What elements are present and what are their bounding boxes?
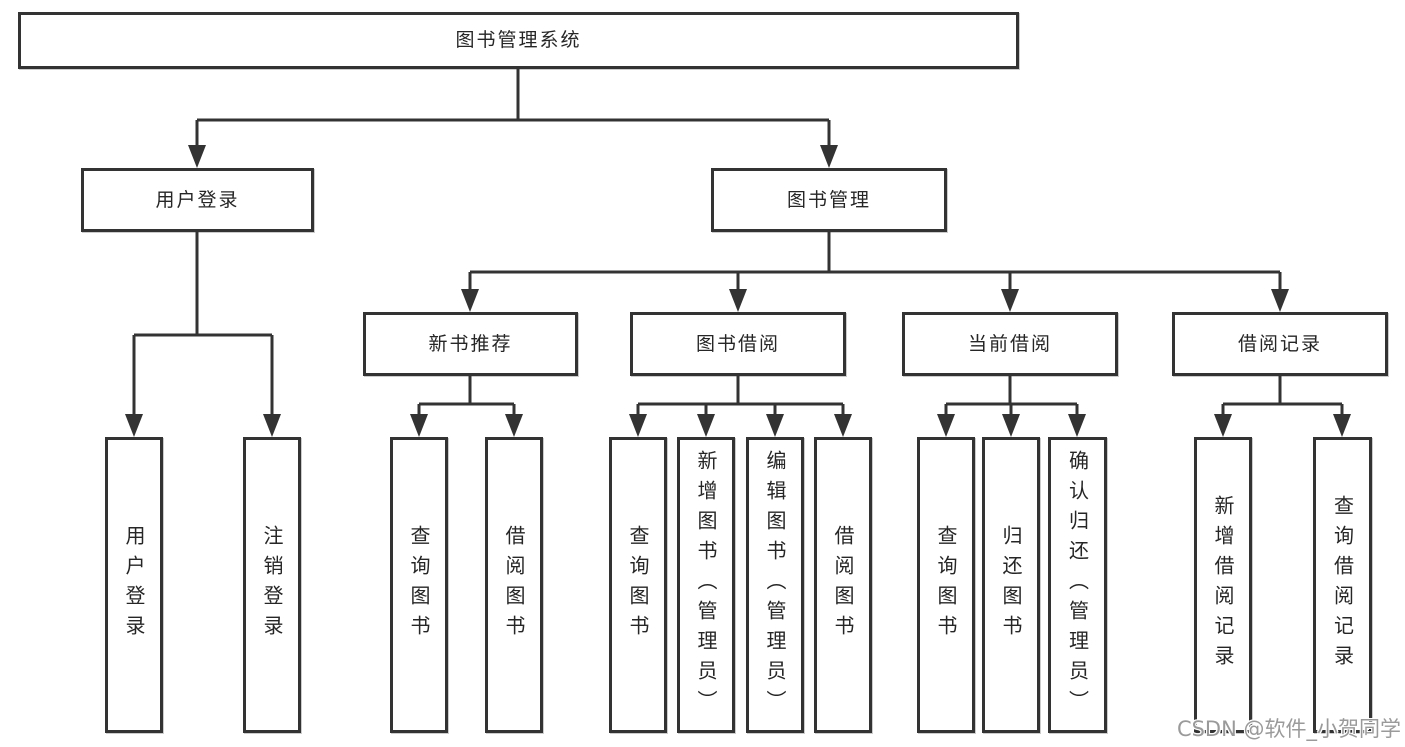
node-label: 归还图书 — [999, 525, 1023, 645]
node-label: 确认归还（管理员） — [1065, 450, 1090, 720]
arrow-down-icon — [263, 414, 281, 437]
leaf-query-borrow-record: 查询借阅记录 — [1313, 437, 1372, 733]
node-label: 用户登录 — [122, 525, 146, 645]
node-user-login-branch: 用户登录 — [81, 168, 314, 232]
node-borrowing-records: 借阅记录 — [1172, 312, 1388, 376]
arrow-down-icon — [1068, 414, 1086, 437]
leaf-edit-book-admin: 编辑图书（管理员） — [746, 437, 804, 733]
leaf-query-books-3: 查询图书 — [917, 437, 975, 733]
node-label: 借阅记录 — [1237, 332, 1322, 355]
arrow-down-icon — [766, 414, 784, 437]
node-label: 编辑图书（管理员） — [763, 450, 787, 720]
leaf-query-books-2: 查询图书 — [609, 437, 667, 733]
connector-book-borrow — [636, 376, 845, 421]
node-label: 当前借阅 — [967, 332, 1052, 355]
node-label: 借阅图书 — [502, 525, 526, 645]
node-label: 借阅图书 — [831, 525, 855, 645]
node-label: 新书推荐 — [428, 332, 513, 355]
leaf-add-book-admin: 新增图书（管理员） — [677, 437, 735, 733]
arrow-down-icon — [188, 145, 206, 168]
arrow-down-icon — [834, 414, 852, 437]
node-label: 查询图书 — [407, 525, 431, 645]
arrow-down-icon — [729, 289, 747, 312]
connector-new-book — [417, 376, 516, 421]
arrow-down-icon — [629, 414, 647, 437]
leaf-user-login: 用户登录 — [105, 437, 163, 733]
connector-current-borrow — [944, 376, 1079, 421]
arrow-down-icon — [125, 414, 143, 437]
arrowheads — [125, 145, 1351, 437]
arrow-down-icon — [1333, 414, 1351, 437]
leaf-borrow-books-1: 借阅图书 — [485, 437, 543, 733]
node-root-system: 图书管理系统 — [18, 12, 1019, 69]
leaf-borrow-books-2: 借阅图书 — [814, 437, 872, 733]
leaf-add-borrow-record: 新增借阅记录 — [1194, 437, 1252, 733]
connector-user-login — [132, 232, 274, 421]
node-label: 查询借阅记录 — [1330, 495, 1355, 675]
connector-root — [195, 69, 831, 152]
leaf-query-books-1: 查询图书 — [390, 437, 448, 733]
arrow-down-icon — [1271, 289, 1289, 312]
leaf-confirm-return-admin: 确认归还（管理员） — [1048, 437, 1107, 733]
leaf-return-book: 归还图书 — [982, 437, 1040, 733]
node-new-book-recommend: 新书推荐 — [363, 312, 578, 376]
arrow-down-icon — [410, 414, 428, 437]
node-label: 图书管理系统 — [455, 29, 582, 51]
csdn-watermark: CSDN @软件_小贺同学 — [1176, 717, 1401, 741]
node-current-borrowing: 当前借阅 — [902, 312, 1118, 376]
connector-borrow-record — [1221, 376, 1344, 421]
connector-book-management — [468, 232, 1282, 296]
arrow-down-icon — [1214, 414, 1232, 437]
node-book-borrowing: 图书借阅 — [630, 312, 846, 376]
arrow-down-icon — [937, 414, 955, 437]
arrow-down-icon — [1002, 414, 1020, 437]
arrow-down-icon — [820, 145, 838, 168]
node-label: 图书管理 — [786, 188, 871, 211]
node-label: 新增图书（管理员） — [694, 450, 718, 720]
arrow-down-icon — [461, 289, 479, 312]
node-book-management-branch: 图书管理 — [711, 168, 947, 232]
arrow-down-icon — [1001, 289, 1019, 312]
node-label: 查询图书 — [626, 525, 650, 645]
node-label: 用户登录 — [155, 188, 240, 211]
node-label: 查询图书 — [934, 525, 958, 645]
node-label: 新增借阅记录 — [1211, 495, 1235, 675]
node-label: 注销登录 — [260, 525, 284, 645]
arrow-down-icon — [505, 414, 523, 437]
node-label: 图书借阅 — [695, 332, 780, 355]
arrow-down-icon — [697, 414, 715, 437]
leaf-logout: 注销登录 — [243, 437, 301, 733]
